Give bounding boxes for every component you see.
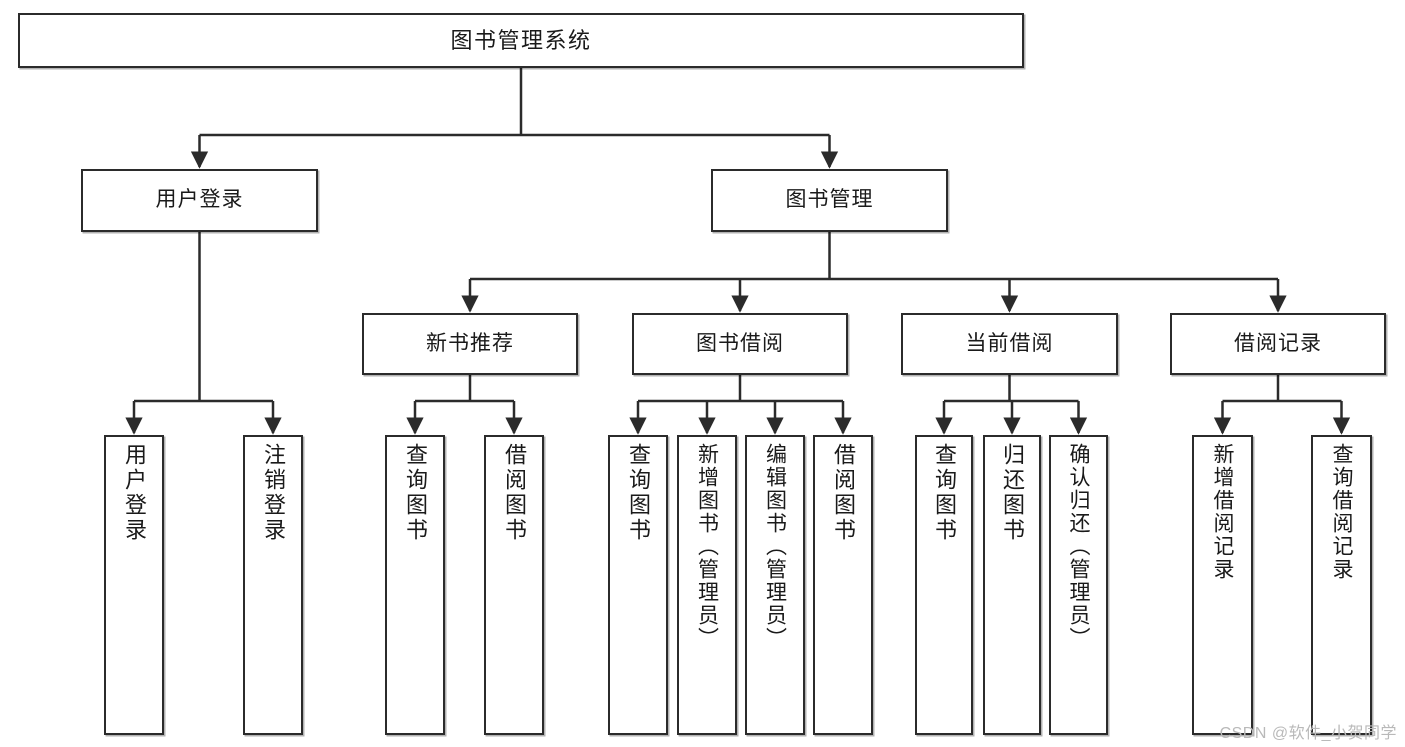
node-leaf-add-book[interactable]: 新增图书（管理员） <box>677 435 737 735</box>
node-leaf-borrow-book-1[interactable]: 借阅图书 <box>484 435 544 735</box>
node-label-borrow-record: 借阅记录 <box>1234 331 1322 355</box>
node-label-root: 图书管理系统 <box>450 27 592 53</box>
node-label-leaf-query-book-3: 查询图书 <box>932 443 957 543</box>
node-label-new-book-recommend: 新书推荐 <box>426 331 514 355</box>
node-label-leaf-return-book: 归还图书 <box>1000 443 1025 543</box>
node-label-leaf-edit-book: 编辑图书（管理员） <box>763 443 787 650</box>
node-leaf-logout[interactable]: 注销登录 <box>243 435 303 735</box>
node-label-leaf-add-record: 新增借阅记录 <box>1211 443 1234 581</box>
node-label-book-manage: 图书管理 <box>785 188 874 212</box>
node-leaf-query-book-2[interactable]: 查询图书 <box>608 435 668 735</box>
node-book-borrow[interactable]: 图书借阅 <box>632 313 848 375</box>
node-book-manage[interactable]: 图书管理 <box>711 169 948 232</box>
node-user-login[interactable]: 用户登录 <box>81 169 318 232</box>
node-label-leaf-confirm-return: 确认归还（管理员） <box>1067 443 1090 650</box>
node-leaf-user-login[interactable]: 用户登录 <box>104 435 164 735</box>
node-leaf-return-book[interactable]: 归还图书 <box>983 435 1041 735</box>
node-current-borrow[interactable]: 当前借阅 <box>901 313 1118 375</box>
node-label-user-login: 用户登录 <box>155 188 244 212</box>
node-label-leaf-query-book-2: 查询图书 <box>626 443 651 543</box>
csdn-watermark: CSDN @软件_小贺同学 <box>1219 725 1397 742</box>
node-leaf-query-record[interactable]: 查询借阅记录 <box>1311 435 1372 735</box>
node-leaf-borrow-book-2[interactable]: 借阅图书 <box>813 435 873 735</box>
node-label-leaf-query-book-1: 查询图书 <box>403 443 428 543</box>
node-borrow-record[interactable]: 借阅记录 <box>1170 313 1386 375</box>
node-root[interactable]: 图书管理系统 <box>18 13 1024 68</box>
node-label-leaf-add-book: 新增图书（管理员） <box>695 443 719 650</box>
node-label-leaf-logout: 注销登录 <box>261 443 286 543</box>
node-leaf-add-record[interactable]: 新增借阅记录 <box>1192 435 1253 735</box>
node-leaf-query-book-1[interactable]: 查询图书 <box>385 435 445 735</box>
node-leaf-edit-book[interactable]: 编辑图书（管理员） <box>745 435 805 735</box>
node-new-book-recommend[interactable]: 新书推荐 <box>362 313 578 375</box>
node-leaf-confirm-return[interactable]: 确认归还（管理员） <box>1049 435 1108 735</box>
node-label-leaf-borrow-book-2: 借阅图书 <box>831 443 856 543</box>
node-label-leaf-user-login: 用户登录 <box>122 443 147 543</box>
node-leaf-query-book-3[interactable]: 查询图书 <box>915 435 973 735</box>
node-label-leaf-query-record: 查询借阅记录 <box>1330 443 1353 581</box>
node-label-leaf-borrow-book-1: 借阅图书 <box>502 443 527 543</box>
node-label-current-borrow: 当前借阅 <box>965 331 1054 355</box>
node-label-book-borrow: 图书借阅 <box>696 331 784 355</box>
